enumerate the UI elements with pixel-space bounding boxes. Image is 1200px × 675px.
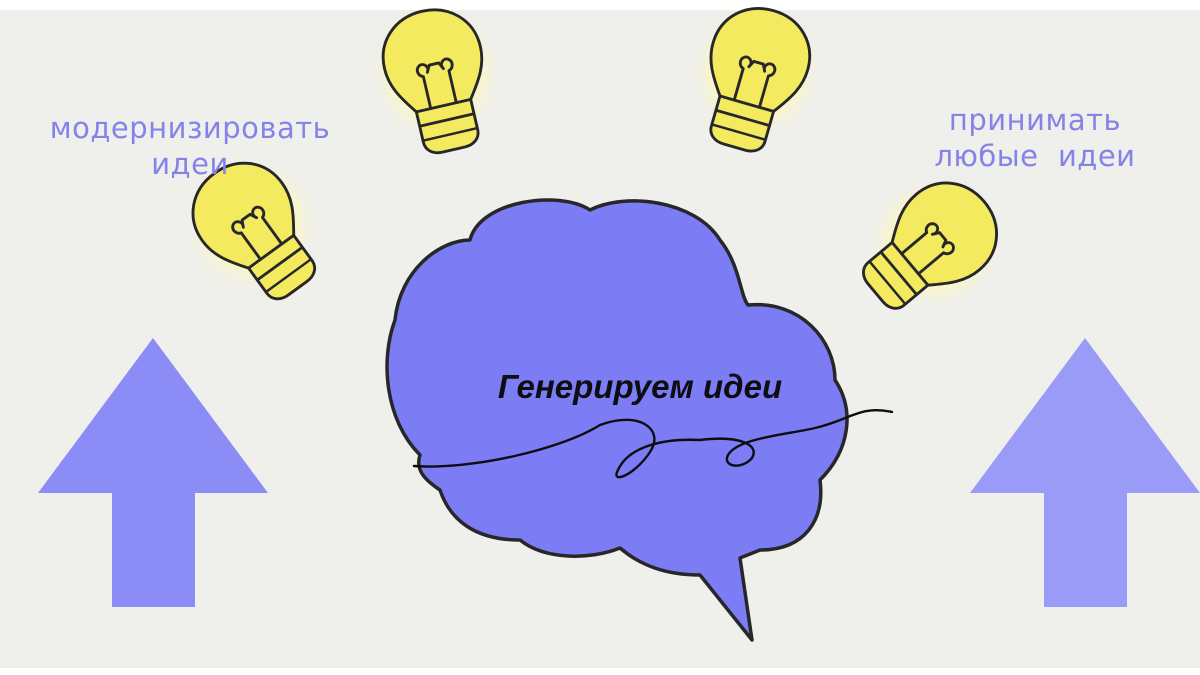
left-label-line2: идеи (151, 147, 229, 181)
right-label-line1: принимать (948, 103, 1122, 137)
center-title: Генерируем идеи (497, 368, 783, 405)
light-bulb-icon (372, 0, 503, 161)
right-label: принимать любые идеи (900, 102, 1170, 174)
scribble-line (412, 409, 894, 479)
up-arrow-icon (38, 338, 268, 607)
light-bulb-icon (686, 0, 823, 161)
light-bulb-icon (843, 163, 1017, 332)
up-arrow-icon (970, 338, 1200, 607)
right-label-line2: любые идеи (934, 139, 1136, 173)
left-label-line1: модернизировать (49, 111, 331, 145)
left-label: модернизировать идеи (20, 110, 360, 182)
